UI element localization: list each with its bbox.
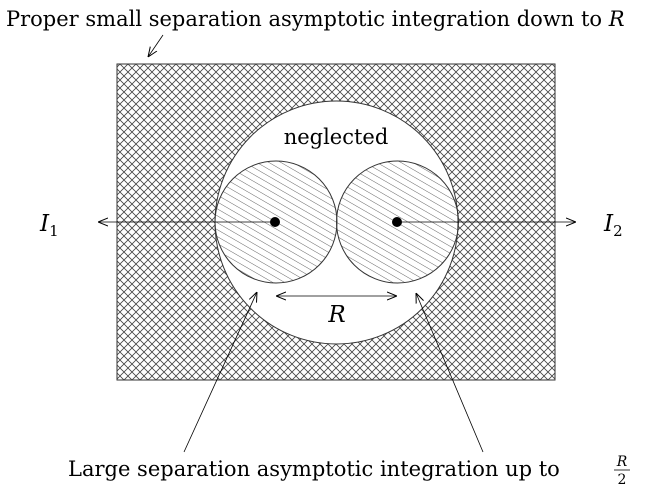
bottom-left-pointer-arrow bbox=[183, 292, 257, 453]
top-pointer-arrow bbox=[148, 34, 164, 57]
left-intensity-label: I1 bbox=[39, 211, 59, 240]
right-intensity-label: I2 bbox=[603, 211, 623, 240]
distance-label: R bbox=[327, 302, 345, 328]
neglected-label: neglected bbox=[284, 125, 389, 149]
top-caption: Proper small separation asymptotic integ… bbox=[6, 7, 625, 31]
fraction-numerator: R bbox=[616, 454, 628, 470]
right-center-dot bbox=[392, 217, 402, 227]
bottom-right-pointer-arrow bbox=[416, 293, 484, 453]
left-center-dot bbox=[270, 217, 280, 227]
fraction-denominator: 2 bbox=[618, 472, 627, 488]
bottom-caption: Large separation asymptotic integration … bbox=[68, 457, 560, 481]
